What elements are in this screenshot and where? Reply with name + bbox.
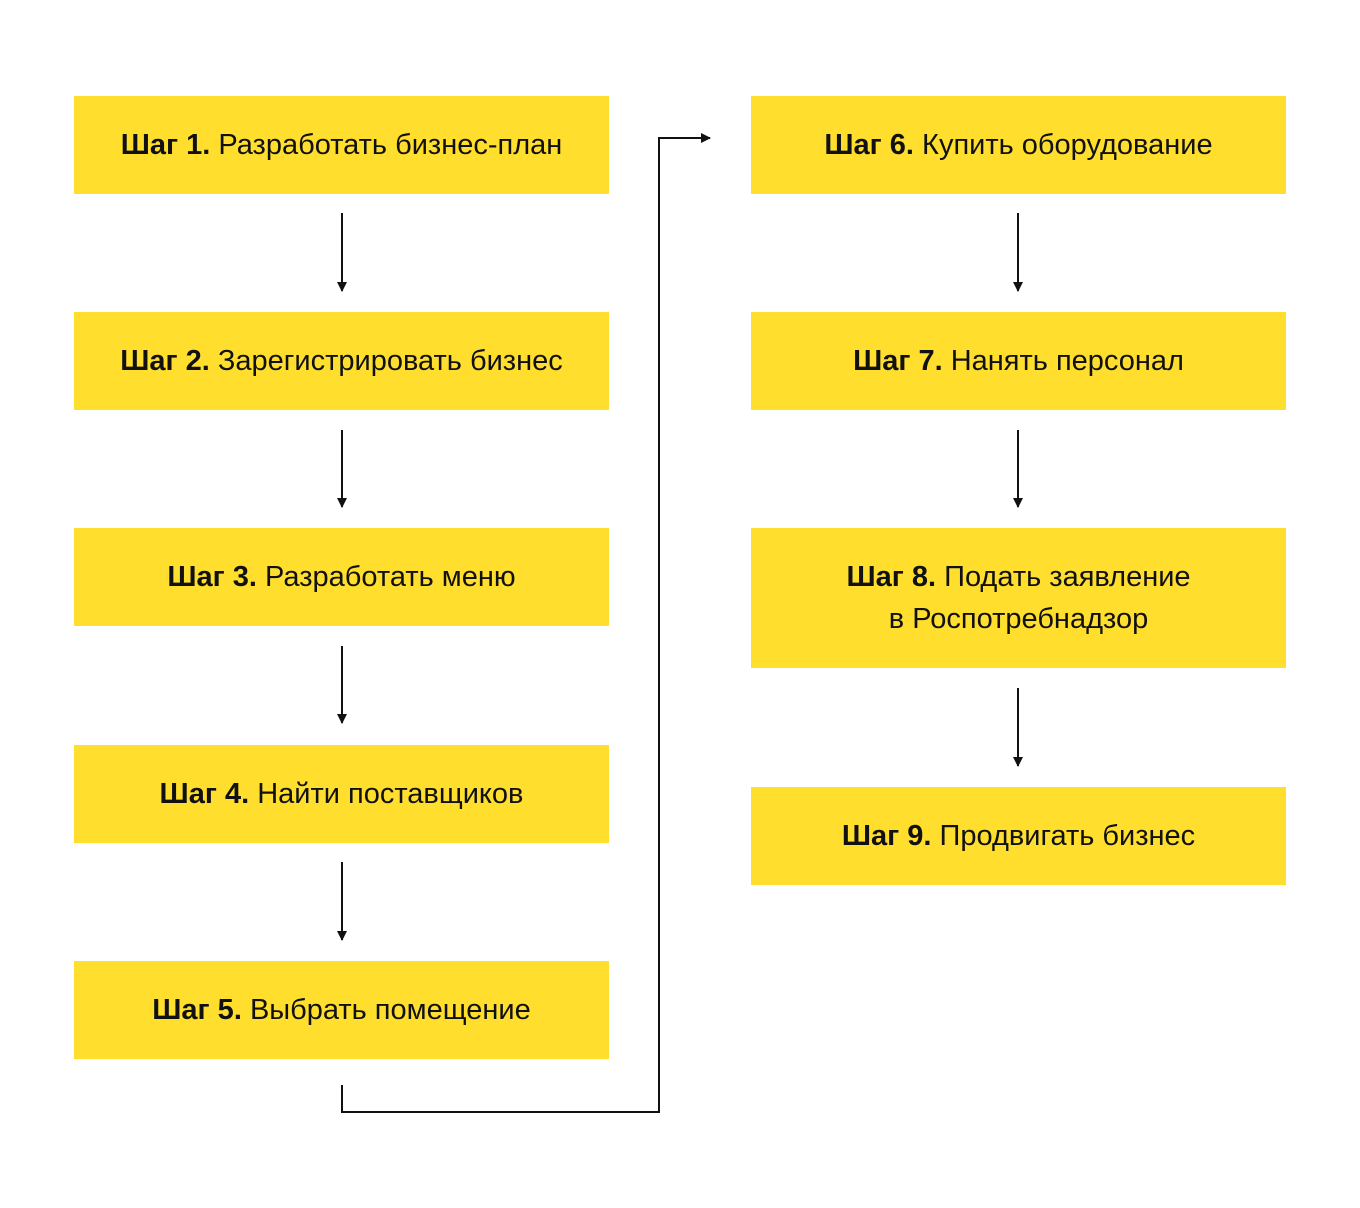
step-3-label: Шаг 3.	[167, 561, 257, 593]
step-3-text: Разработать меню	[265, 561, 516, 593]
step-5-label: Шаг 5.	[152, 994, 242, 1026]
step-6-label: Шаг 6.	[824, 129, 914, 161]
step-7-label: Шаг 7.	[853, 345, 943, 377]
step-8-text: Подать заявление	[944, 561, 1191, 593]
step-1-label: Шаг 1.	[120, 129, 211, 161]
step-5-text: Выбрать помещение	[249, 994, 531, 1026]
step-6-box: Шаг 6. Купить оборудование	[751, 96, 1286, 194]
step-9-label: Шаг 9.	[841, 820, 932, 852]
step-7-box: Шаг 7. Нанять персонал	[751, 312, 1286, 410]
step-2-label: Шаг 2.	[120, 345, 210, 377]
step-2-box: Шаг 2. Зарегистрировать бизнес	[74, 312, 609, 410]
step-6-text: Купить оборудование	[922, 129, 1213, 161]
step-4-label: Шаг 4.	[159, 778, 250, 810]
step-9-box: Шаг 9. Продвигать бизнес	[751, 787, 1286, 885]
step-2-text: Зарегистрировать бизнес	[217, 345, 563, 377]
step-3-box: Шаг 3. Разработать меню	[74, 528, 609, 626]
step-1-box: Шаг 1. Разработать бизнес-план	[74, 96, 609, 194]
step-7-text: Нанять персонал	[950, 345, 1184, 377]
step-5-box: Шаг 5. Выбрать помещение	[74, 961, 609, 1059]
step-1-text: Разработать бизнес-план	[218, 129, 563, 161]
step-8-text-line2: в Роспотребнадзор	[888, 603, 1149, 635]
step-9-text: Продвигать бизнес	[939, 820, 1196, 852]
step-4-text: Найти поставщиков	[257, 778, 524, 810]
step-8-box: Шаг 8. Подать заявление в Роспотребнадзо…	[751, 528, 1286, 668]
step-4-box: Шаг 4. Найти поставщиков	[74, 745, 609, 843]
step-8-label: Шаг 8.	[846, 561, 937, 593]
